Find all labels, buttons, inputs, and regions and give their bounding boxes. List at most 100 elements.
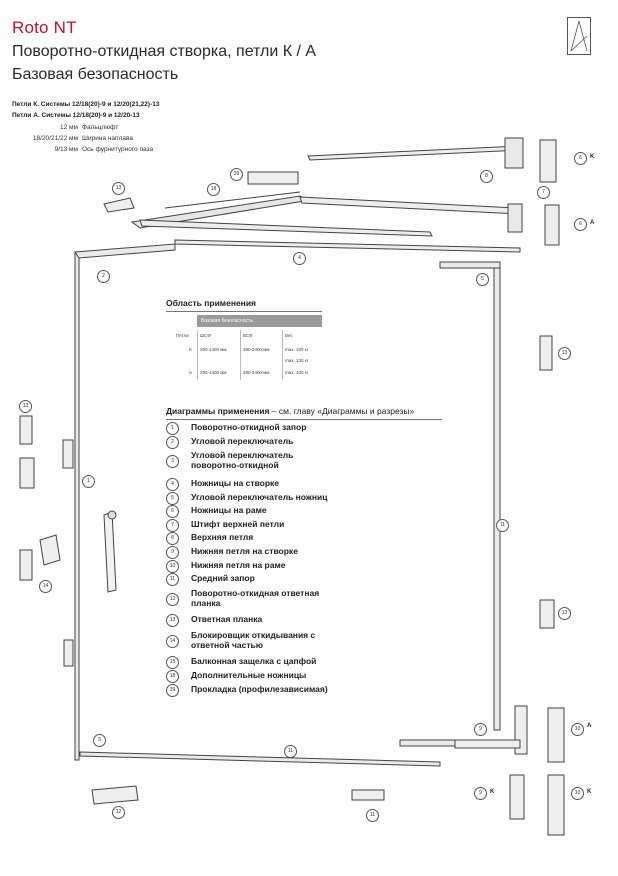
callout: 6 xyxy=(574,218,587,231)
col-header-vsf: ВСФ xyxy=(243,333,253,338)
application-header-band: Базовая безопасность xyxy=(197,315,322,327)
callout: 14 xyxy=(39,580,52,593)
table-divider xyxy=(240,330,241,380)
application-area-title: Область применения xyxy=(166,298,257,308)
item-label: Прокладка (профилезависимая) xyxy=(191,684,328,694)
item-number: 14 xyxy=(166,635,179,648)
side-letter: A xyxy=(590,220,595,226)
item-label: Нижняя петля на раме xyxy=(191,560,286,570)
row-weight-note: max. 130 кг xyxy=(285,358,309,363)
item-number: 12 xyxy=(166,593,179,606)
row-weight: max. 100 кг xyxy=(285,370,309,375)
spec-label: Ось фурнитурного паза xyxy=(82,146,154,153)
callout: 39 xyxy=(230,168,243,181)
item-label: Верхняя петля xyxy=(191,532,254,542)
side-letter: K xyxy=(490,789,495,795)
callout: 10 xyxy=(571,723,584,736)
item-label: Ответная планка xyxy=(191,614,263,624)
brand-name: Roto NT xyxy=(12,18,77,37)
item-label: Угловой переключатель поворотно-откидной xyxy=(191,450,294,470)
item-label: Блокировщик откидывания с ответной часть… xyxy=(191,630,316,650)
row-vsf: 280-2400 мм xyxy=(243,347,270,352)
spec-line-k: Петли К. Системы 12/18(20)-9 и 12/20(21,… xyxy=(12,101,160,108)
item-number: 3 xyxy=(166,455,179,468)
item-number: 39 xyxy=(166,684,179,697)
item-number: 5 xyxy=(166,492,179,505)
item-label: Поворотно-откидной запор xyxy=(191,422,307,432)
item-number: 11 xyxy=(166,573,179,586)
row-shsf: 290-1400 мм xyxy=(200,370,227,375)
col-header-shsf: ШСФ xyxy=(200,333,211,338)
item-label: Ножницы на раме xyxy=(191,505,267,515)
table-divider xyxy=(282,330,283,380)
row-hinge: K xyxy=(189,347,193,352)
page-subtitle: Базовая безопасность xyxy=(12,66,179,83)
callout: 2 xyxy=(97,270,110,283)
callout: 1 xyxy=(82,475,95,488)
item-number: 1 xyxy=(166,422,179,435)
item-label: Балконная защелка с цапфой xyxy=(191,656,317,666)
item-label: Нижняя петля на створке xyxy=(191,546,298,556)
item-number: 13 xyxy=(166,614,179,627)
spec-value: 9/13 мм xyxy=(54,146,78,153)
callout: 8 xyxy=(480,170,493,183)
row-shsf: 290-1400 мм xyxy=(200,347,227,352)
page-title: Поворотно-откидная створка, петли К / А xyxy=(12,43,317,60)
item-label: Дополнительные ножницы xyxy=(191,670,307,680)
side-letter: K xyxy=(587,789,592,795)
callout: 11 xyxy=(496,519,509,532)
item-label: Ножницы на створке xyxy=(191,478,280,488)
item-number: 6 xyxy=(166,505,179,518)
callout: 10 xyxy=(571,787,584,800)
callout: 13 xyxy=(558,347,571,360)
spec-label: Ширина наплава xyxy=(82,135,133,142)
item-number: 9 xyxy=(166,546,179,559)
col-header-hinge: Петли xyxy=(176,333,189,338)
callout: 4 xyxy=(293,252,306,265)
callout: 7 xyxy=(537,186,550,199)
callout: 13 xyxy=(112,182,125,195)
spec-value: 12 мм xyxy=(60,124,78,131)
diagrams-heading-bold: Диаграммы применения xyxy=(166,406,270,416)
row-weight: max. 100 кг xyxy=(285,347,309,352)
callout: 13 xyxy=(558,607,571,620)
item-label: Поворотно-откидная ответная планка xyxy=(191,588,320,608)
item-label: Штифт верхней петли xyxy=(191,519,285,529)
item-number: 18 xyxy=(166,670,179,683)
row-vsf: 280-2400 мм xyxy=(243,370,270,375)
callout: 9 xyxy=(474,723,487,736)
application-header-label: Базовая безопасность xyxy=(201,318,253,324)
callout: 12 xyxy=(112,806,125,819)
callout: 3 xyxy=(93,734,106,747)
application-divider xyxy=(166,311,322,312)
item-label: Угловой переключатель xyxy=(191,436,294,446)
callout: 13 xyxy=(19,400,32,413)
callout: 18 xyxy=(207,183,220,196)
row-hinge: A xyxy=(189,370,193,375)
item-number: 10 xyxy=(166,560,179,573)
item-label: Средний запор xyxy=(191,573,255,583)
callout: 11 xyxy=(366,809,379,822)
diagrams-heading: Диаграммы применения – см. главу «Диагра… xyxy=(166,406,414,416)
spec-label: Фальцлюфт xyxy=(82,124,119,131)
item-number: 4 xyxy=(166,478,179,491)
item-number: 7 xyxy=(166,519,179,532)
callout: 5 xyxy=(476,273,489,286)
side-letter: A xyxy=(587,723,592,729)
item-number: 2 xyxy=(166,436,179,449)
item-number: 8 xyxy=(166,532,179,545)
col-header-weight: Вес xyxy=(285,333,293,338)
callout: 9 xyxy=(474,787,487,800)
callout: 6 xyxy=(574,152,587,165)
item-label: Угловой переключатель ножниц xyxy=(191,492,328,502)
diagrams-heading-rest: – см. главу «Диаграммы и разрезы» xyxy=(269,406,415,416)
diagrams-divider xyxy=(166,419,442,420)
window-logo-icon xyxy=(567,17,591,55)
spec-value: 18/20/21/22 мм xyxy=(32,135,78,142)
item-number: 15 xyxy=(166,656,179,669)
spec-line-a: Петли А. Системы 12/18(20)-9 и 12/20-13 xyxy=(12,112,140,119)
side-letter: K xyxy=(590,154,595,160)
table-divider xyxy=(197,330,198,380)
callout: 11 xyxy=(284,745,297,758)
